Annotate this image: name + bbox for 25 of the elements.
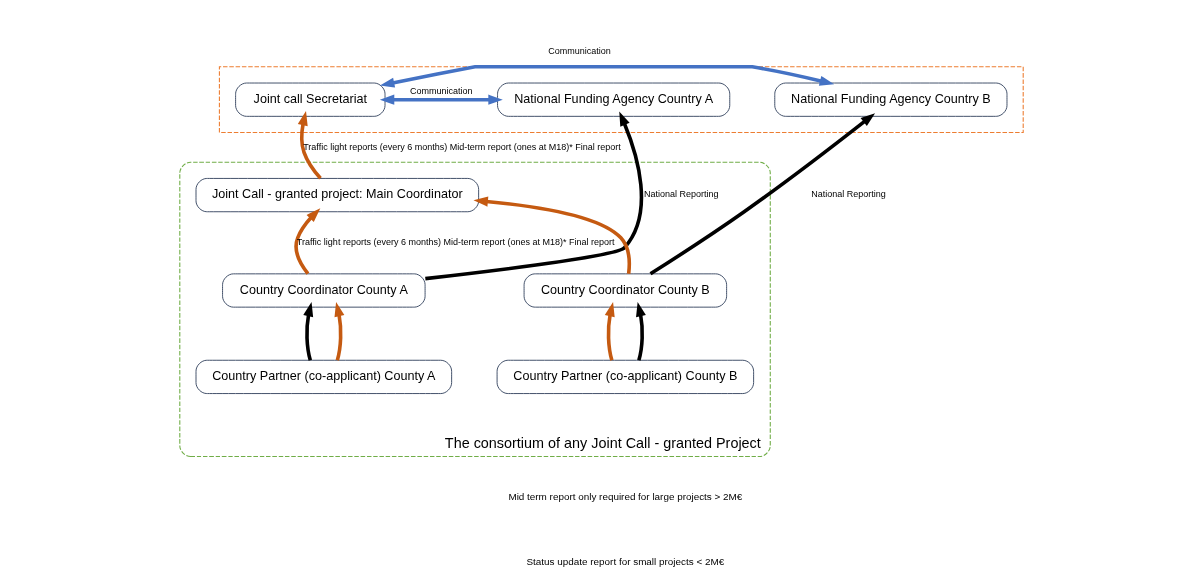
node-box: Country Partner (co-applicant) County A	[195, 359, 453, 394]
edge-label: National Reporting	[811, 189, 886, 200]
node-box: National Funding Agency Country A	[497, 82, 731, 117]
edge-label: National Reporting	[643, 189, 719, 200]
arrow	[473, 196, 632, 274]
node-box: National Funding Agency Country B	[774, 82, 1008, 117]
node-box: Country Coordinator County B	[523, 273, 728, 308]
edge-label: Communication	[410, 86, 473, 97]
arrow	[649, 113, 876, 276]
arrow	[379, 65, 835, 88]
node-box: Country Coordinator County A	[222, 273, 426, 308]
arrow	[425, 111, 644, 281]
arrow	[636, 302, 646, 361]
arrow	[379, 94, 503, 105]
edge-label: Communication	[548, 46, 611, 57]
node-box: Joint Call - granted project: Main Coordinator	[195, 178, 480, 213]
arrow	[604, 302, 615, 361]
node-box: Joint call Secretariat	[235, 82, 386, 117]
label: Status update report for small projects < 2M€	[526, 556, 725, 568]
arrow	[334, 302, 345, 361]
arrow	[297, 111, 322, 180]
arrow	[303, 302, 314, 361]
arrow	[294, 208, 321, 275]
label: Mid term report only required for large projects > 2M€	[508, 490, 743, 502]
node-box: Country Partner (co-applicant) County B	[496, 359, 755, 394]
